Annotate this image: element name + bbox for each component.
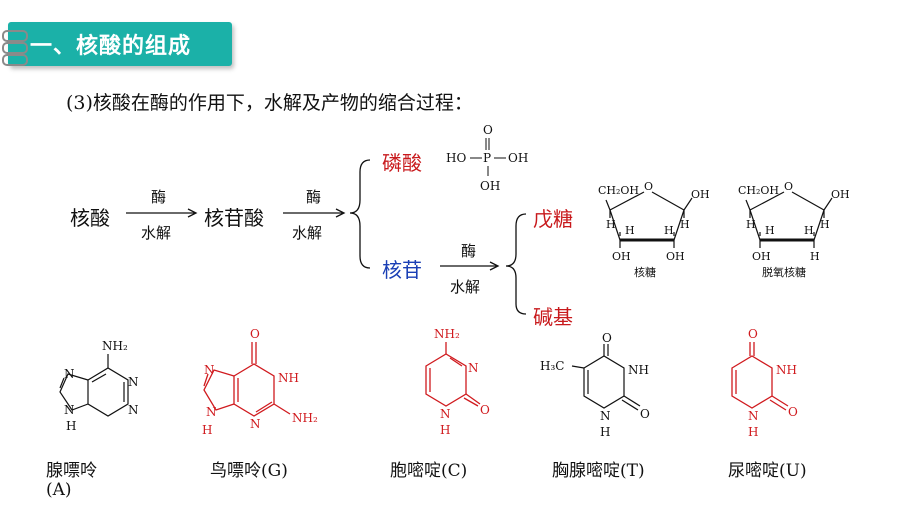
atom-n: N (600, 409, 611, 423)
atom-n: N (250, 417, 261, 431)
nucleoside-label: 核苷 (382, 258, 422, 282)
atom-n: N (440, 407, 451, 421)
atom-n: N (204, 363, 215, 377)
atom-ho: HO (446, 151, 466, 165)
atom-nh2: NH₂ (292, 411, 318, 425)
atom-o: O (784, 180, 793, 193)
phosphate-label: 磷酸 (382, 151, 422, 175)
atom-oh: OH (508, 151, 528, 165)
atom-o: O (748, 327, 758, 341)
hydrolysis-label: 水解 (292, 224, 323, 242)
atom-n: N (128, 375, 139, 389)
atom-h: H (746, 218, 756, 231)
atom-ch2oh: CH₂OH (738, 184, 779, 197)
atom-n: N (206, 405, 217, 419)
adenine-structure: NH₂ N N N N H (59, 339, 139, 433)
atom-h: H (600, 425, 610, 439)
section-banner: 一、核酸的组成 (2, 22, 232, 66)
binder-ring-icon (2, 54, 28, 66)
atom-h: H (664, 224, 674, 237)
process-heading: (3)核酸在酶的作用下，水解及产物的缩合过程： (66, 92, 473, 114)
cytosine-structure: NH₂ N N O H (425, 327, 490, 437)
adenine-caption-letter: (A) (46, 480, 72, 500)
atom-h: H (66, 419, 76, 433)
binder-ring-icon (2, 42, 28, 54)
atom-oh: OH (666, 250, 685, 263)
atom-h: H (202, 423, 212, 437)
atom-h: H (804, 224, 814, 237)
thymine-structure: H₃C O NH N O H (540, 331, 650, 439)
guanine-structure: O N NH N N H NH₂ (202, 327, 318, 437)
atom-nh2: NH₂ (434, 327, 460, 341)
enzyme-label: 酶 (151, 188, 167, 206)
atom-o: O (644, 180, 653, 193)
base-label: 碱基 (533, 305, 573, 329)
atom-ch2oh: CH₂OH (598, 184, 639, 197)
deoxyribose-structure: CH₂OH O OH H H H H OH H 脱氧核糖 (738, 180, 850, 278)
binder-ring-icon (2, 30, 28, 42)
atom-h: H (810, 250, 820, 263)
atom-o: O (483, 123, 493, 137)
deoxyribose-caption: 脱氧核糖 (762, 265, 806, 278)
nucleotide-label: 核苷酸 (204, 206, 264, 230)
atom-o: O (788, 405, 798, 419)
nucleic-acid-label: 核酸 (70, 206, 110, 230)
atom-oh: OH (752, 250, 771, 263)
atom-n: N (748, 409, 759, 423)
section-title: 一、核酸的组成 (30, 34, 192, 59)
hydrolysis-label: 水解 (450, 278, 481, 296)
atom-oh: OH (691, 188, 710, 201)
enzyme-label: 酶 (461, 242, 477, 260)
atom-nh: NH (278, 371, 299, 385)
guanine-caption: 鸟嘌呤(G) (210, 461, 288, 481)
atom-h: H (820, 218, 830, 231)
phosphoric-acid-structure: O HO P OH OH (446, 123, 528, 193)
atom-o: O (480, 403, 490, 417)
atom-nh: NH (776, 363, 797, 377)
atom-o: O (602, 331, 612, 345)
uracil-structure: O NH N O H (731, 327, 798, 439)
ribose-caption: 核糖 (634, 265, 656, 278)
atom-n: N (64, 403, 75, 417)
atom-h: H (765, 224, 775, 237)
atom-o: O (640, 407, 650, 421)
atom-n: N (128, 403, 139, 417)
atom-nh: NH (628, 363, 649, 377)
atom-o: O (250, 327, 260, 341)
thymine-caption: 胸腺嘧啶(T) (552, 461, 645, 481)
ribose-structure: CH₂OH O OH H H H H OH OH 核糖 (598, 180, 710, 278)
atom-h: H (748, 425, 758, 439)
atom-h: H (625, 224, 635, 237)
atom-h: H (606, 218, 616, 231)
atom-nh2: NH₂ (102, 339, 128, 353)
atom-oh: OH (831, 188, 850, 201)
atom-h3c: H₃C (540, 359, 564, 373)
cytosine-caption: 胞嘧啶(C) (390, 461, 468, 481)
hydrolysis-label: 水解 (141, 224, 172, 242)
atom-oh: OH (612, 250, 631, 263)
pentose-label: 戊糖 (533, 207, 573, 231)
atom-n: N (64, 367, 75, 381)
atom-p: P (483, 151, 491, 165)
adenine-caption: 腺嘌呤 (46, 461, 97, 481)
atom-oh: OH (480, 179, 500, 193)
atom-h: H (440, 423, 450, 437)
uracil-caption: 尿嘧啶(U) (728, 461, 807, 481)
enzyme-label: 酶 (306, 188, 322, 206)
atom-h: H (680, 218, 690, 231)
atom-n: N (468, 361, 479, 375)
